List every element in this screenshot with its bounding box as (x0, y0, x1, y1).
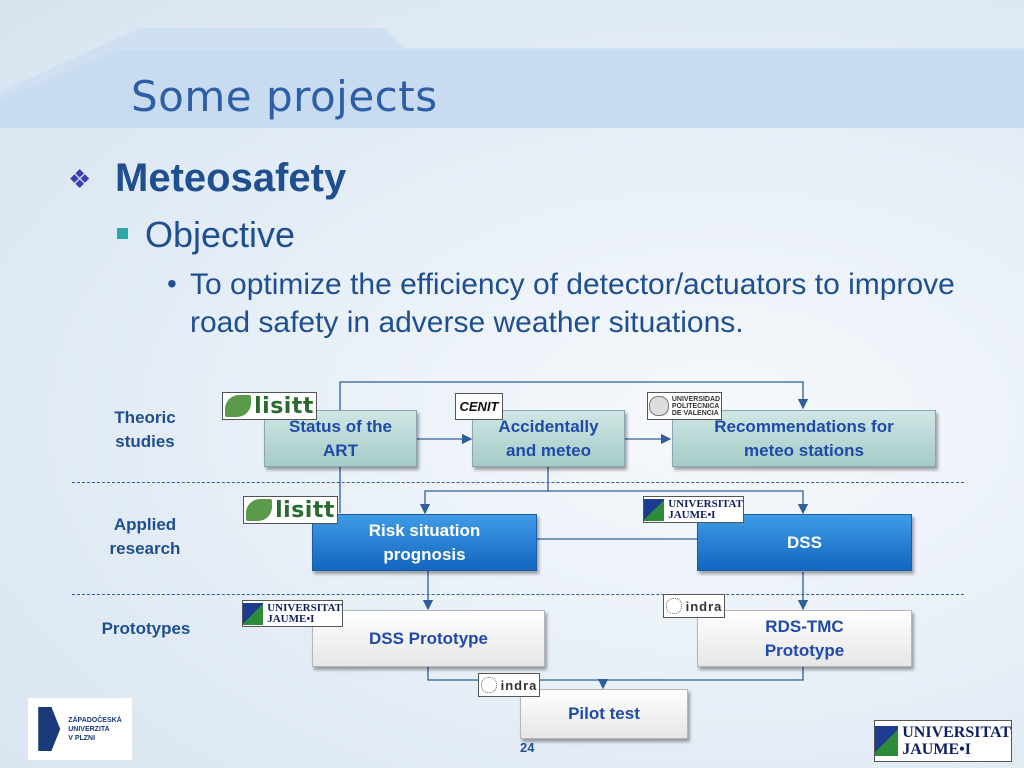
pilot-test-box: Pilot test (520, 689, 688, 739)
indra-logo: indra (663, 594, 725, 618)
row-label-applied: Applied research (109, 515, 181, 558)
title-banner (0, 28, 1024, 128)
objective-heading: Objective (145, 214, 296, 255)
page-number: 24 (520, 740, 535, 755)
dss-prototype-box: DSS Prototype (312, 610, 545, 667)
lisitt-logo: lisitt (222, 392, 317, 420)
objective-text: To optimize the efficiency of detector/a… (190, 268, 955, 339)
upv-logo: UNIVERSIDAD POLITECNICA DE VALENCIA (647, 392, 722, 420)
row-label-prototypes: Prototypes (101, 619, 191, 638)
square-bullet-icon (117, 228, 128, 239)
zcu-logo: ZÁPADOČESKÁ UNIVERZITA V PLZNI (28, 698, 132, 760)
recommendations-box: Recommendations for meteo stations (672, 410, 936, 467)
row-label-theoric: Theoric studies (114, 408, 176, 451)
diamond-bullet-icon: ❖ (68, 164, 92, 194)
cenit-logo: CENIT (455, 393, 503, 420)
rds-tmc-box: RDS-TMC Prototype (697, 610, 912, 667)
dss-box: DSS (697, 514, 912, 571)
row-divider (72, 482, 964, 483)
lisitt-logo: lisitt (243, 496, 338, 524)
slide-title: Some projects (131, 72, 438, 121)
indra-logo: indra (478, 673, 540, 697)
project-heading: Meteosafety (115, 156, 347, 200)
risk-situation-box: Risk situation prognosis (312, 514, 537, 571)
dot-bullet-icon: • (167, 268, 177, 299)
row-divider (72, 594, 964, 595)
